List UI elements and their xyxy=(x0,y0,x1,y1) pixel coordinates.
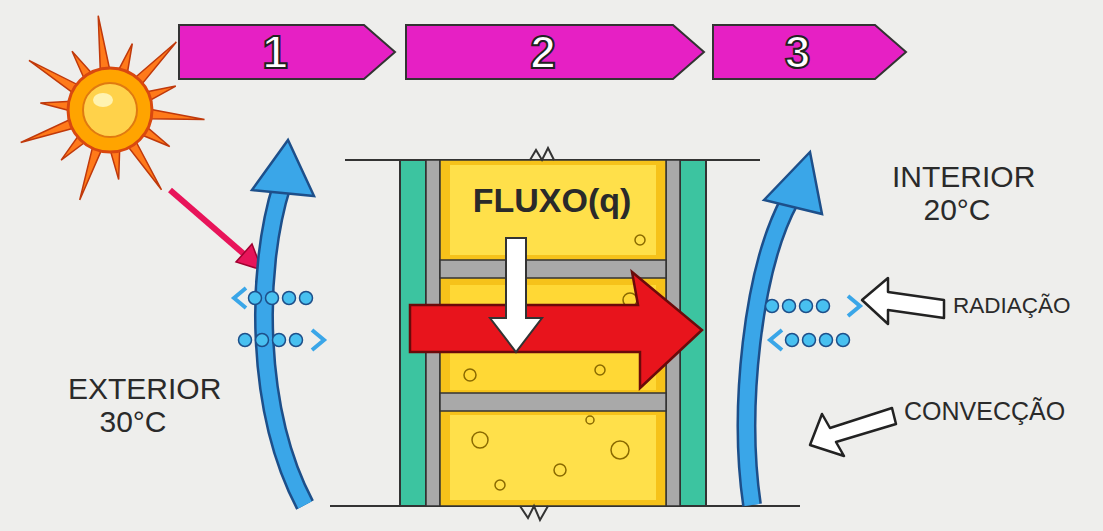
callout-number: 3 xyxy=(785,29,835,75)
wall-section xyxy=(400,148,706,520)
sun xyxy=(21,16,205,200)
exterior-label: EXTERIOR 30°C xyxy=(68,372,198,438)
callout-number: 2 xyxy=(530,29,580,75)
convection-label: CONVECÇÃO xyxy=(904,398,1094,426)
interior-label: INTERIOR 20°C xyxy=(892,160,1022,226)
pointer-arrow xyxy=(810,278,944,456)
heat-flow-arrow xyxy=(410,238,702,388)
radiation-label: RADIAÇÃO xyxy=(953,294,1098,319)
flow-label: FLUXO(q) xyxy=(452,182,652,219)
banner-arrow: 1 xyxy=(178,24,396,80)
callout-number: 1 xyxy=(262,29,312,75)
solar-arrow xyxy=(170,190,262,270)
banner-arrow: 3 xyxy=(712,24,907,80)
convection-arrow xyxy=(252,140,822,505)
banner-arrow: 2 xyxy=(405,24,705,80)
